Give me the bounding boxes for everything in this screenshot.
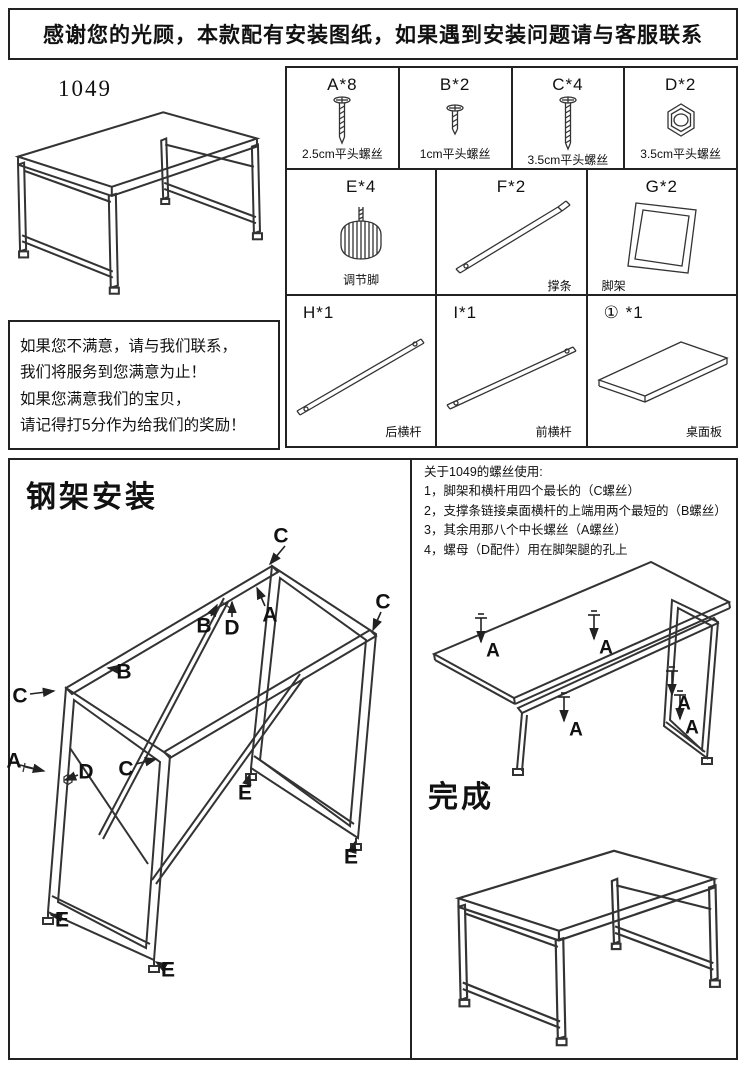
screw-instruction-item: 3，其余用那八个中长螺丝（A螺丝） xyxy=(424,523,627,538)
top-label: A xyxy=(677,693,691,715)
frame-label: A xyxy=(6,749,22,773)
part-cell-f: F*2 撑条 xyxy=(435,170,585,294)
nut-icon xyxy=(666,103,695,137)
notice-line: 如果您满意我们的宝贝， xyxy=(20,390,191,408)
part-label: A*8 xyxy=(327,75,358,94)
part-caption: 2.5cm平头螺丝 xyxy=(302,147,383,161)
front-crossbar-icon xyxy=(446,346,577,410)
part-cell-h: H*1 后横杆 xyxy=(287,296,435,446)
desktop-panel-icon xyxy=(597,341,730,403)
part-caption: 桌面板 xyxy=(685,425,722,439)
frame-assembly-diagram: C C B D A B C A D C E E E E xyxy=(4,520,408,1060)
frame-label: C xyxy=(375,590,391,614)
frame-label: E xyxy=(237,781,253,805)
top-label: A xyxy=(685,717,699,739)
desktop-attachment-diagram: A A A A A xyxy=(426,556,738,791)
frame-label: B xyxy=(196,614,212,638)
part-cell-b: B*2 1cm平头螺丝 xyxy=(397,68,511,168)
part-cell-e: E*4 xyxy=(287,170,435,294)
top-label: A xyxy=(486,640,500,662)
part-label: I*1 xyxy=(453,303,478,322)
desk-thumbnail-drawing xyxy=(17,111,263,295)
screw-instructions-title: 关于1049的螺丝使用: xyxy=(424,465,543,479)
frame-label: C xyxy=(118,757,134,781)
adjustable-foot-icon xyxy=(340,207,382,260)
frame-label: C xyxy=(273,524,289,548)
finished-desk-drawing xyxy=(457,849,721,1047)
frame-label: B xyxy=(116,660,132,684)
frame-label: D xyxy=(224,616,240,640)
notice-line: 请记得打5分作为给我们的奖励！ xyxy=(20,417,246,435)
part-label: C*4 xyxy=(552,75,584,94)
frame-label: D xyxy=(78,760,94,784)
done-title: 完成 xyxy=(428,781,494,814)
part-caption: 脚架 xyxy=(601,279,626,293)
part-cell-d: D*2 3.5cm平头螺丝 xyxy=(623,68,736,168)
frame-label: E xyxy=(343,845,359,869)
part-label: B*2 xyxy=(439,75,471,94)
part-caption: 3.5cm平头螺丝 xyxy=(640,147,721,161)
frame-assembly-drawing xyxy=(19,545,382,973)
model-number: 1049 xyxy=(58,76,112,101)
part-caption: 撑条 xyxy=(547,279,572,293)
screw-instruction-item: 2，支撑条链接桌面横杆的上端用两个最短的（B螺丝） xyxy=(424,503,727,518)
frame-label: E xyxy=(54,908,70,932)
part-caption: 前横杆 xyxy=(535,425,572,439)
notice-line: 我们将服务到您满意为止！ xyxy=(20,364,207,382)
part-label: F*2 xyxy=(496,177,527,196)
part-label: G*2 xyxy=(645,177,678,196)
frame-label: A xyxy=(262,603,278,627)
parts-row-2: E*4 xyxy=(287,168,736,294)
parts-grid: A*8 2.5cm平头螺丝 xyxy=(285,66,738,448)
parts-row-3: H*1 后横杆 I*1 xyxy=(287,294,736,446)
part-cell-i: I*1 前横杆 xyxy=(435,296,585,446)
banner: 感谢您的光顾，本款配有安装图纸，如果遇到安装问题请与客服联系 xyxy=(8,8,738,60)
part-cell-top: ① *1 桌面板 xyxy=(585,296,736,446)
notice-line: 如果您不满意，请与我们联系， xyxy=(20,338,238,355)
screw-medium-icon xyxy=(333,96,352,145)
vertical-divider xyxy=(410,458,412,1060)
part-label: D*2 xyxy=(664,75,697,94)
screw-instruction-item: 1，脚架和横杆用四个最长的（C螺丝） xyxy=(424,484,640,499)
top-label: A xyxy=(599,637,613,659)
part-cell-g: G*2 脚架 xyxy=(585,170,736,294)
screw-short-icon xyxy=(446,104,464,136)
frame-assembly-title: 钢架安装 xyxy=(26,481,158,514)
notice-box: 如果您不满意，请与我们联系， 我们将服务到您满意为止！ 如果您满意我们的宝贝， … xyxy=(8,320,280,450)
top-label: A xyxy=(569,719,583,741)
leg-frame-icon xyxy=(626,202,697,274)
screw-instructions: 关于1049的螺丝使用: 1，脚架和横杆用四个最长的（C螺丝） 2，支撑条链接桌… xyxy=(424,463,738,560)
rear-crossbar-icon xyxy=(296,338,425,416)
part-cell-a: A*8 2.5cm平头螺丝 xyxy=(287,68,398,168)
support-bar-icon xyxy=(456,200,571,274)
banner-text: 感谢您的光顾，本款配有安装图纸，如果遇到安装问题请与客服联系 xyxy=(43,24,703,47)
part-cell-c: C*4 3. xyxy=(510,68,624,168)
parts-row-1: A*8 2.5cm平头螺丝 xyxy=(287,68,736,168)
part-caption: 调节脚 xyxy=(343,273,380,287)
part-label: E*4 xyxy=(345,177,377,196)
bottom-section-border xyxy=(8,458,738,1060)
part-caption: 1cm平头螺丝 xyxy=(419,147,491,161)
part-label: H*1 xyxy=(303,303,335,322)
frame-label: C xyxy=(12,684,28,708)
desktop-attachment-drawing xyxy=(431,560,732,776)
part-caption: 后横杆 xyxy=(385,425,422,439)
part-caption: 3.5cm平头螺丝 xyxy=(527,153,609,167)
part-label: ① *1 xyxy=(603,303,644,322)
screw-instruction-item: 4，螺母（D配件）用在脚架腿的孔上 xyxy=(424,542,628,557)
frame-label: E xyxy=(160,958,176,982)
screw-long-icon xyxy=(559,96,577,151)
